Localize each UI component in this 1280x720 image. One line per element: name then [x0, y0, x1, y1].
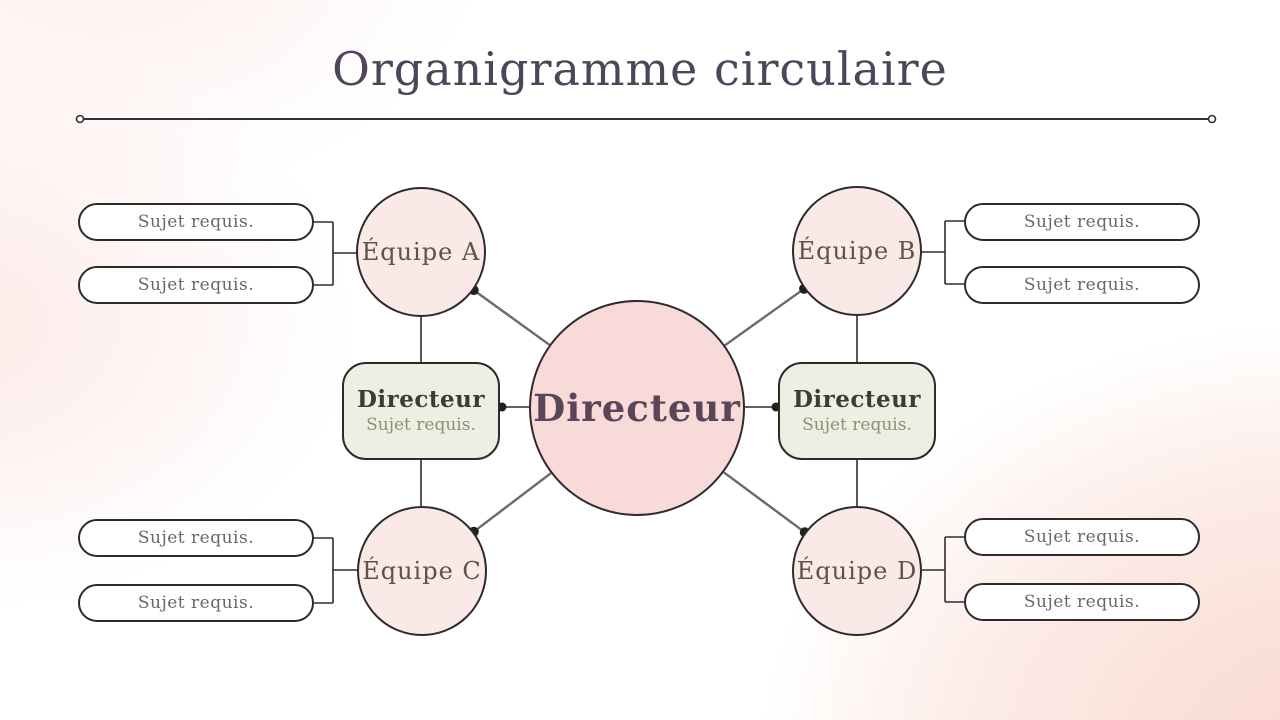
bracket-equipe-d — [922, 536, 964, 603]
pill-equipe-b-2: Sujet requis. — [964, 266, 1200, 304]
node-equipe-d-label: Équipe D — [796, 557, 918, 585]
pill-equipe-b-2-label: Sujet requis. — [1023, 275, 1141, 295]
divider-end-dot-left — [75, 114, 85, 124]
node-equipe-a: Équipe A — [356, 187, 486, 317]
node-directeur-center-label: Directeur — [533, 386, 741, 430]
node-equipe-a-label: Équipe A — [361, 238, 481, 266]
node-equipe-b-label: Équipe B — [797, 237, 917, 265]
box-directeur-left-subtitle: Sujet requis. — [366, 415, 476, 435]
pill-equipe-a-1: Sujet requis. — [78, 203, 314, 241]
bracket-equipe-a — [314, 221, 356, 286]
pill-equipe-c-1-label: Sujet requis. — [137, 528, 255, 548]
bracket-equipe-c — [314, 537, 357, 604]
node-equipe-d: Équipe D — [792, 506, 922, 636]
node-equipe-b: Équipe B — [792, 186, 922, 316]
pill-equipe-c-2-label: Sujet requis. — [137, 593, 255, 613]
pill-equipe-a-1-label: Sujet requis. — [137, 212, 255, 232]
pill-equipe-b-1-label: Sujet requis. — [1023, 212, 1141, 232]
pill-equipe-a-2-label: Sujet requis. — [137, 275, 255, 295]
box-directeur-left-title: Directeur — [356, 386, 486, 413]
link-center-equipe-c — [473, 472, 552, 533]
pill-equipe-d-2: Sujet requis. — [964, 583, 1200, 621]
node-directeur-center: Directeur — [529, 300, 745, 516]
box-directeur-right: Directeur Sujet requis. — [778, 362, 936, 460]
pill-equipe-d-2-label: Sujet requis. — [1023, 592, 1141, 612]
node-equipe-c: Équipe C — [357, 506, 487, 636]
divider-end-dot-right — [1207, 114, 1217, 124]
pill-equipe-d-1-label: Sujet requis. — [1023, 527, 1141, 547]
pill-equipe-c-1: Sujet requis. — [78, 519, 314, 557]
box-directeur-right-title: Directeur — [792, 386, 922, 413]
node-equipe-c-label: Équipe C — [362, 557, 482, 585]
box-directeur-right-subtitle: Sujet requis. — [802, 415, 912, 435]
pill-equipe-a-2: Sujet requis. — [78, 266, 314, 304]
pill-equipe-d-1: Sujet requis. — [964, 518, 1200, 556]
link-center-equipe-a — [472, 289, 551, 346]
page-title: Organigramme circulaire — [332, 42, 948, 96]
pill-equipe-c-2: Sujet requis. — [78, 584, 314, 622]
box-directeur-left: Directeur Sujet requis. — [342, 362, 500, 460]
pill-equipe-b-1: Sujet requis. — [964, 203, 1200, 241]
link-center-equipe-d — [723, 471, 806, 534]
bracket-equipe-b — [922, 220, 964, 285]
link-center-equipe-b — [724, 287, 805, 347]
